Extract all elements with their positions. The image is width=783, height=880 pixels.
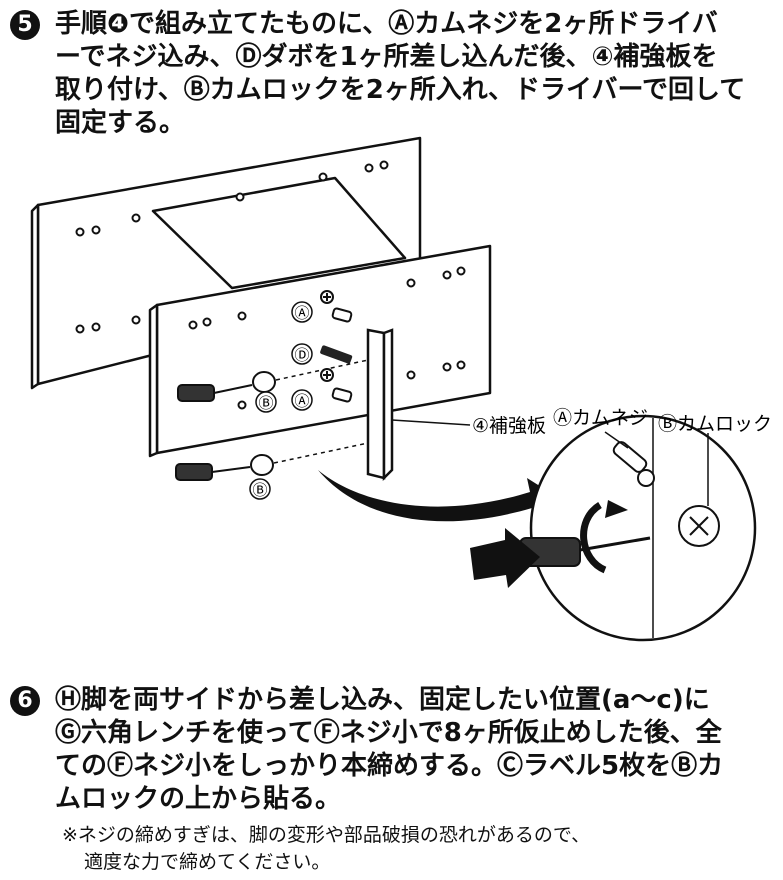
step-6-line: てのⒻネジ小をしっかり本締めする。Ⓒラベル5枚をⒷカ — [55, 751, 724, 781]
label-a-top: Ⓐ — [294, 304, 309, 322]
direction-arrow — [318, 470, 562, 525]
shelf-board — [151, 176, 407, 290]
step-5-line: 固定する。 — [55, 108, 186, 138]
step-5-line: 取り付け、Ⓑカムロックを2ヶ所入れ、ドライバーで回して — [55, 75, 746, 105]
detail-zoom-circle — [529, 414, 757, 642]
note-line: ※ネジの締めすぎは、脚の変形や部品破損の恐れがあるので、 — [62, 824, 591, 846]
label-b-top: Ⓑ — [258, 394, 273, 412]
note-line: 適度な力で締めてください。 — [84, 851, 331, 873]
label-d: Ⓓ — [294, 346, 309, 364]
step-number-badge: 5 — [10, 10, 40, 40]
step-5-line: 手順❹で組み立てたものに、Ⓐカムネジを2ヶ所ドライバ — [55, 9, 718, 39]
label-cam-lock: Ⓑカムロック — [658, 413, 772, 435]
step-6-line: ムロックの上から貼る。 — [55, 784, 342, 814]
label-b-bottom: Ⓑ — [252, 481, 267, 499]
reinforcement-board — [366, 328, 386, 480]
step-6-line: Ⓗ脚を両サイドから差し込み、固定したい位置(a〜c)に — [55, 685, 710, 715]
push-arrow — [470, 528, 540, 588]
step-6-text: Ⓗ脚を両サイドから差し込み、固定したい位置(a〜c)に Ⓖ六角レンチを使ってⒻネ… — [55, 684, 723, 816]
label-a-bottom: Ⓐ — [294, 392, 309, 410]
step-5-text: 手順❹で組み立てたものに、Ⓐカムネジを2ヶ所ドライバ ーでネジ込み、Ⓓダボを1ヶ… — [55, 8, 745, 140]
caution-note: ※ネジの締めすぎは、脚の変形や部品破損の恐れがあるので、 適度な力で締めてくださ… — [62, 822, 590, 876]
step-5-line: ーでネジ込み、Ⓓダボを1ヶ所差し込んだ後、④補強板を — [55, 42, 718, 72]
step-6-line: Ⓖ六角レンチを使ってⒻネジ小で8ヶ所仮止めした後、全 — [55, 718, 722, 748]
label-reinforcement: ④補強板 — [472, 415, 546, 437]
step-number-badge: 6 — [10, 686, 40, 716]
label-cam-screw: Ⓐカムネジ — [553, 407, 648, 429]
